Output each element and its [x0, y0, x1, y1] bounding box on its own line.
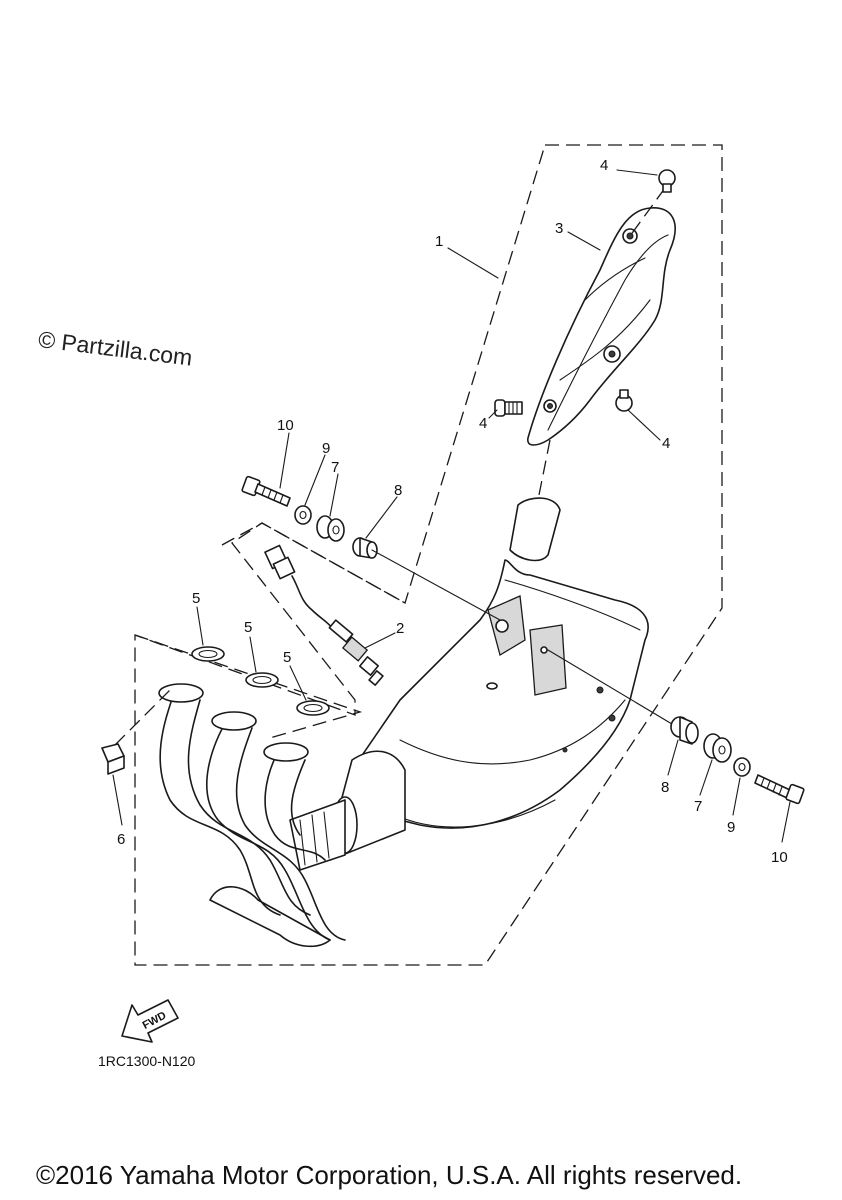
washer-9-right-hole	[738, 762, 746, 772]
callout-6: 6	[117, 831, 125, 848]
callout-9-left: 9	[322, 440, 330, 457]
callout-7-right: 7	[694, 798, 702, 815]
heat-protector	[527, 207, 676, 446]
gasket-group-boundary	[134, 634, 363, 739]
bolt-10-left	[241, 475, 291, 507]
o2-sensor	[264, 544, 384, 686]
callout-5-c: 5	[283, 649, 291, 666]
callout-5-a: 5	[192, 590, 200, 607]
callout-8-left: 8	[394, 482, 402, 499]
callout-9-right: 9	[727, 819, 735, 836]
callout-1: 1	[435, 233, 443, 250]
gasket-5-a-hole	[198, 649, 218, 659]
link-pipe	[289, 750, 406, 871]
damper-7-right	[703, 733, 732, 763]
sensor-group-boundary	[221, 522, 406, 604]
screw-4-top	[658, 169, 676, 193]
bolt-10-right	[754, 774, 805, 805]
muffler	[349, 497, 649, 829]
callout-4-right: 4	[662, 435, 670, 452]
screw-4-right	[615, 389, 633, 412]
diagram-code: 1RC1300-N120	[98, 1053, 196, 1069]
leader-nut	[114, 689, 171, 746]
washer-9-left	[294, 505, 312, 525]
callout-10-left: 10	[277, 417, 294, 434]
fwd-arrow-icon: FWD	[121, 999, 179, 1043]
washer-9-right	[733, 757, 751, 777]
gasket-5-b	[245, 672, 279, 688]
leader-left-bolt	[371, 549, 501, 621]
damper-7-left	[316, 515, 345, 542]
callout-7-left: 7	[331, 459, 339, 476]
callout-3: 3	[555, 220, 563, 237]
callout-4-top: 4	[600, 157, 608, 174]
gasket-5-c	[296, 700, 330, 716]
copyright-notice: ©2016 Yamaha Motor Corporation, U.S.A. A…	[36, 1160, 743, 1190]
screw-4-left	[494, 399, 523, 417]
callout-5-b: 5	[244, 619, 252, 636]
leader-right-bolt	[547, 649, 683, 731]
nut-6	[101, 743, 125, 775]
callout-2: 2	[396, 620, 404, 637]
callout-leaders	[112, 169, 791, 843]
collar-8-left	[352, 537, 378, 559]
gasket-5-a	[191, 646, 225, 662]
exhaust-headers	[158, 683, 346, 948]
leader-protector-down	[537, 439, 551, 501]
gasket-5-b-hole	[252, 675, 272, 685]
leader-screw-top	[629, 187, 666, 237]
washer-9-left-hole	[299, 510, 307, 520]
callout-10-right: 10	[771, 849, 788, 866]
callout-4-left: 4	[479, 415, 487, 432]
callout-8-right: 8	[661, 779, 669, 796]
collar-8-right	[670, 716, 699, 745]
gasket-5-c-hole	[303, 703, 323, 713]
